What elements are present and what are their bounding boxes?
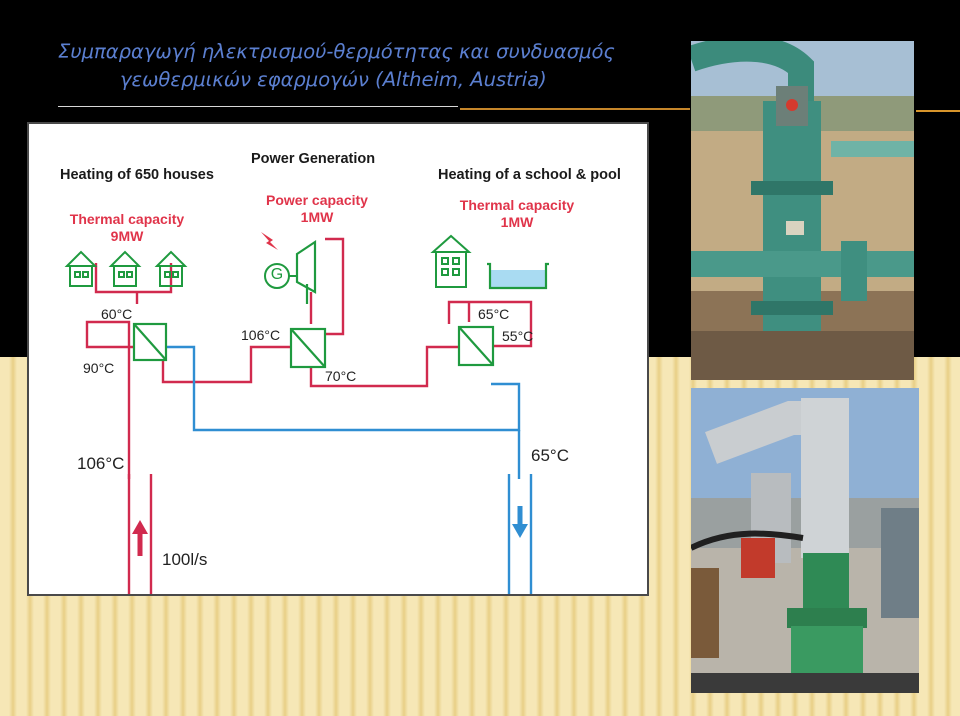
temp-55c: 55°C: [502, 328, 534, 344]
title-line-2: γεωθερμικών εφαρμογών (Altheim, Austria): [120, 68, 547, 91]
school-icon: [430, 234, 472, 288]
wellhead-pipes-photo: [691, 41, 914, 380]
generator-loop: [309, 237, 345, 336]
capacity-school: Thermal capacity 1MW: [455, 197, 579, 231]
heat-exchanger-houses-icon: [132, 322, 168, 362]
well-injection: [507, 474, 533, 594]
temp-65c-well: 65°C: [531, 446, 569, 465]
heat-exchanger-power-icon: [289, 327, 327, 369]
temp-90c: 90°C: [83, 360, 115, 376]
hot-line-to-generator: [161, 345, 291, 384]
insulated-wellhead-image: [691, 388, 919, 693]
temp-65c-school: 65°C: [478, 306, 510, 322]
temp-60c: 60°C: [101, 306, 133, 322]
up-arrow-icon: [132, 520, 148, 556]
diagram-drawing: [64, 232, 549, 594]
capacity-houses-value: 9MW: [110, 228, 144, 244]
capacity-power-label: Power capacity: [266, 192, 368, 208]
generator-icon: [264, 263, 297, 289]
house-icon: [154, 250, 188, 287]
hot-line-gen-out: [309, 345, 459, 388]
hot-line-well-supply: [85, 320, 134, 479]
section-label-power: Power Generation: [251, 151, 376, 167]
temp-106c-well: 106°C: [77, 454, 125, 473]
capacity-school-label: Thermal capacity: [459, 197, 575, 213]
house-icon: [108, 250, 142, 287]
section-label-houses: Heating of 650 houses: [60, 167, 214, 183]
temp-70c: 70°C: [325, 368, 357, 384]
temp-106c-exchanger: 106°C: [241, 327, 281, 343]
accent-rule-left: [460, 108, 690, 110]
wellhead-pipes-image: [691, 41, 914, 380]
generator-label: G: [270, 266, 284, 283]
capacity-houses-label: Thermal capacity: [69, 211, 185, 227]
geothermal-diagram: Heating of 650 houses Power Generation H…: [27, 122, 649, 596]
slide-title: Συμπαραγωγή ηλεκτρισμού-θερμότητας και σ…: [58, 38, 678, 94]
cold-line-houses: [166, 345, 521, 432]
capacity-houses: Thermal capacity 9MW: [64, 211, 190, 245]
turbine-icon: [295, 239, 317, 304]
heat-exchanger-school-icon: [457, 325, 495, 367]
pool-icon: [487, 262, 549, 290]
title-underline: [58, 106, 458, 107]
accent-rule-right: [916, 110, 960, 112]
hot-line-school-loop: [447, 300, 533, 348]
insulated-wellhead-photo: [691, 388, 919, 693]
down-arrow-icon: [512, 506, 528, 538]
capacity-power-value: 1MW: [300, 209, 334, 225]
title-line-1: Συμπαραγωγή ηλεκτρισμού-θερμότητας και σ…: [58, 40, 615, 63]
capacity-power: Power capacity 1MW: [257, 192, 377, 226]
house-icon: [64, 250, 98, 287]
capacity-school-value: 1MW: [500, 214, 534, 230]
lightning-icon: [261, 232, 278, 250]
section-label-school: Heating of a school & pool: [438, 167, 621, 183]
flow-rate: 100l/s: [162, 550, 208, 569]
well-production: [127, 474, 153, 594]
